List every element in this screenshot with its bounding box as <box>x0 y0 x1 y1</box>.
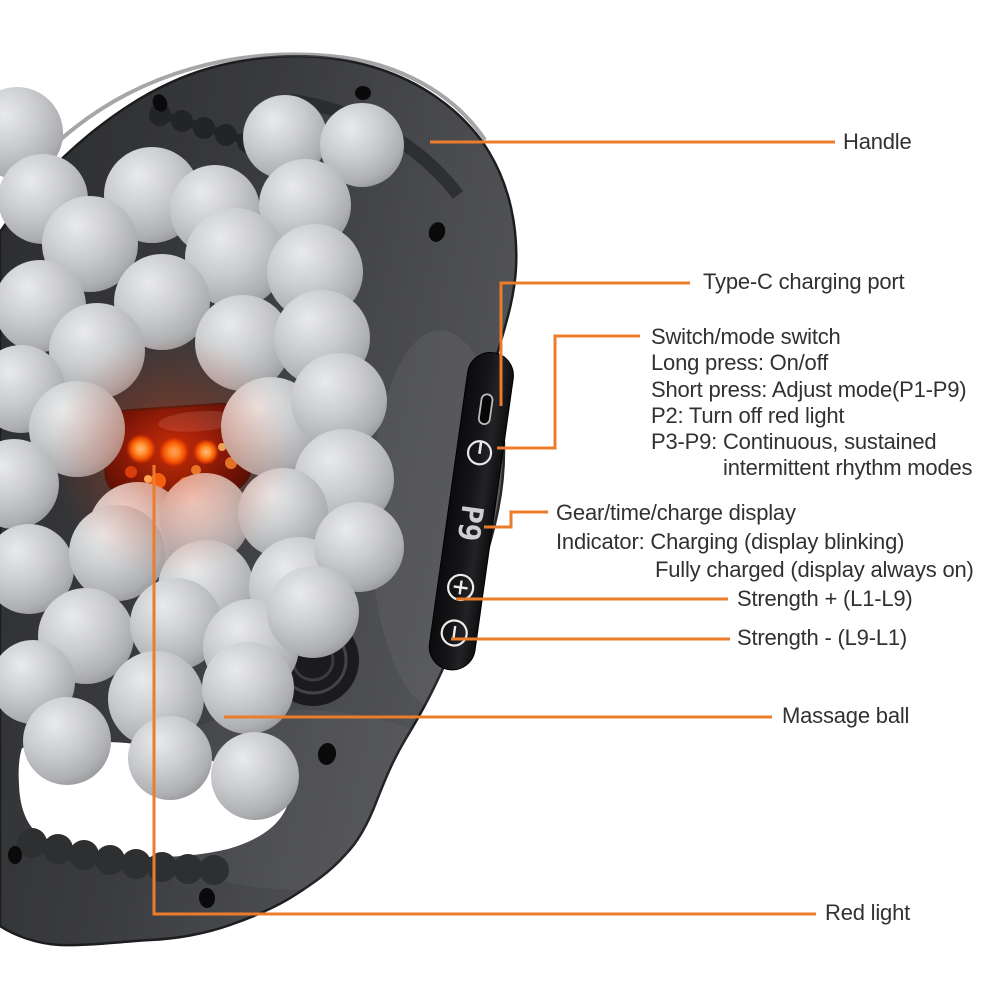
red-light-glow <box>52 335 292 575</box>
gear-display-callout-line <box>484 510 548 529</box>
strength-minus-label: Strength - (L9-L1) <box>737 625 908 650</box>
control-panel: P9 <box>428 352 514 671</box>
screw-holes <box>8 86 446 908</box>
rim-highlight <box>58 52 487 142</box>
type-c-callout-line <box>499 281 690 406</box>
switch-note-line: Long press: On/off <box>651 350 828 376</box>
switch-note-line: P3-P9: Continuous, sustained <box>651 429 937 455</box>
strength-plus-label: Strength + (L1-L9) <box>737 586 913 611</box>
callout-lines <box>152 140 835 916</box>
gear-display-note-line: Indicator: Charging (display blinking) <box>556 528 905 554</box>
power-icon <box>466 440 493 466</box>
gear-display-title: Gear/time/charge display <box>556 500 796 525</box>
massage-ball-label: Massage ball <box>782 703 910 728</box>
led-display: P9 <box>450 503 490 544</box>
switch-note-line: intermittent rhythm modes <box>723 455 973 481</box>
switch-callout-line <box>497 334 640 450</box>
handle-label: Handle <box>843 129 912 154</box>
gear-display-label-block: Gear/time/charge display Indicator: Char… <box>556 499 974 585</box>
type-c-port <box>477 393 494 426</box>
red-light-label: Red light <box>825 900 911 925</box>
red-light-callout-line <box>152 465 816 916</box>
switch-note-line: P2: Turn off red light <box>651 402 845 428</box>
gear-display-note-line: Fully charged (display always on) <box>655 557 974 583</box>
switch-note-line: Short press: Adjust mode(P1-P9) <box>651 376 967 402</box>
switch-mode-title: Switch/mode switch <box>651 324 841 349</box>
switch-mode-label-block: Switch/mode switch Long press: On/off Sh… <box>651 324 973 482</box>
type-c-label: Type-C charging port <box>703 269 905 294</box>
